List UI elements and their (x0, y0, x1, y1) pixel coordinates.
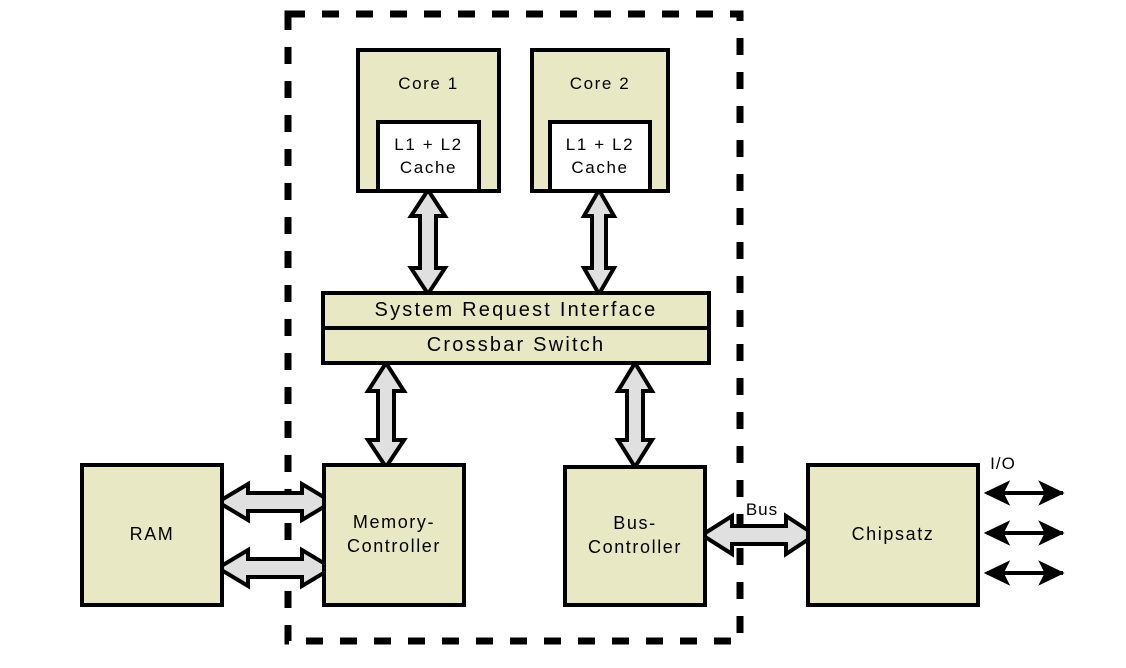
connector-ram-to-memory-controller-upper (214, 480, 336, 524)
block-memory-controller (322, 463, 466, 607)
connector-core1-to-sri (407, 186, 449, 298)
connector-bus-controller-to-chipset (698, 512, 819, 558)
block-ram (80, 463, 224, 607)
connector-crossbar-to-memory-controller (364, 359, 408, 471)
block-system-request-interface (321, 291, 711, 330)
block-core2-cache (548, 120, 652, 193)
block-core1-cache (376, 120, 481, 193)
connector-ram-to-memory-controller-lower (214, 546, 336, 590)
block-bus-controller (563, 465, 707, 607)
connector-crossbar-to-bus-controller (614, 359, 656, 471)
block-crossbar-switch (321, 326, 711, 365)
connector-core2-to-sri (580, 185, 618, 299)
processor-die-boundary (284, 10, 744, 645)
block-chipset (806, 463, 980, 607)
